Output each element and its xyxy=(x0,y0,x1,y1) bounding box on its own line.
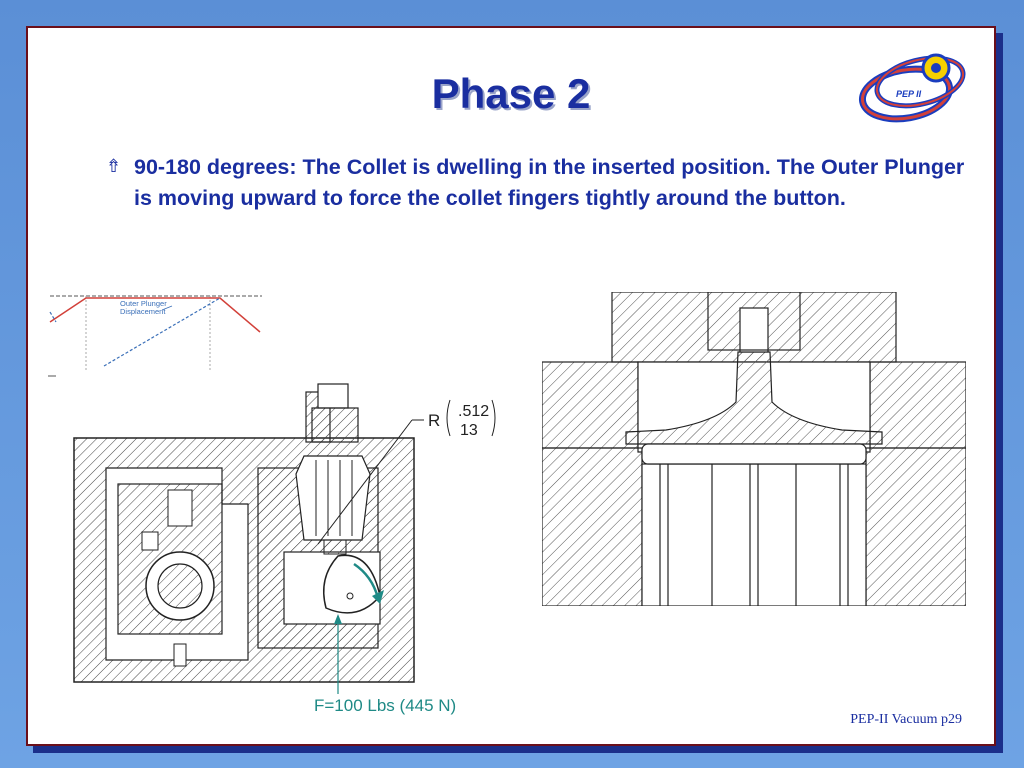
radius-prefix: R xyxy=(428,411,440,430)
graph-label-line1: Outer Plunger xyxy=(120,299,167,308)
force-label: F=100 Lbs (445 N) xyxy=(314,696,457,715)
graph-label-line2: Displacement xyxy=(120,307,166,316)
pep-ii-ring-logo-icon: PEP II xyxy=(858,53,966,123)
hollow-arrow-bullet-icon: ⇮ xyxy=(106,156,122,176)
radius-inch-value: .512 xyxy=(458,403,489,420)
collet-fingers-detail-drawing xyxy=(542,292,966,606)
bullet-text: 90-180 degrees: The Collet is dwelling i… xyxy=(134,155,965,210)
collet-mechanism-drawing: R .512 13 xyxy=(73,383,496,694)
bullet-item: ⇮ 90-180 degrees: The Collet is dwelling… xyxy=(106,152,986,214)
logo-label: PEP II xyxy=(896,89,922,99)
slide-frame: Phase 2 PEP II ⇮ 90-180 degrees: The Col… xyxy=(26,26,996,746)
plunger-displacement-graph: Outer Plunger Displacement xyxy=(48,295,262,377)
slide-title: Phase 2 xyxy=(431,70,591,117)
radius-mm-value: 13 xyxy=(460,422,478,439)
slide-footer: PEP-II Vacuum p29 xyxy=(850,712,962,727)
